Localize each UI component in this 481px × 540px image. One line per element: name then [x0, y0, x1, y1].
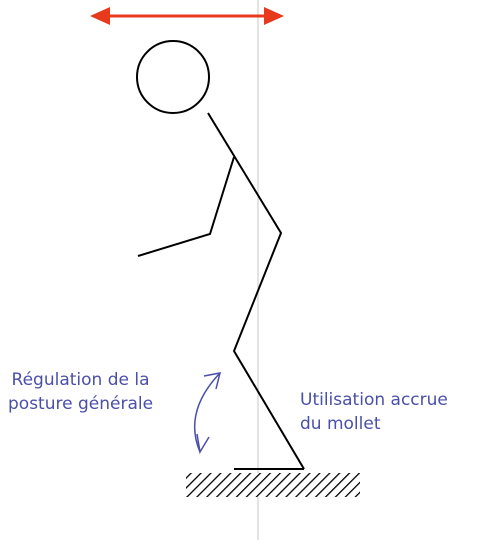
sway-double-arrow	[90, 7, 284, 25]
curved-double-arrow	[195, 373, 220, 452]
posture-label-line2: posture générale	[8, 392, 153, 416]
posture-regulation-label: Régulation de la posture générale	[8, 368, 153, 416]
figure-body	[208, 113, 304, 469]
posture-label-line1: Régulation de la	[8, 368, 153, 392]
stick-figure	[137, 41, 304, 469]
calf-usage-label: Utilisation accrue du mollet	[300, 388, 448, 436]
calf-label-line1: Utilisation accrue	[300, 388, 448, 412]
calf-label-line2: du mollet	[300, 412, 448, 436]
figure-head	[137, 41, 209, 113]
ground-hatch	[186, 473, 360, 497]
figure-arm	[138, 157, 234, 256]
